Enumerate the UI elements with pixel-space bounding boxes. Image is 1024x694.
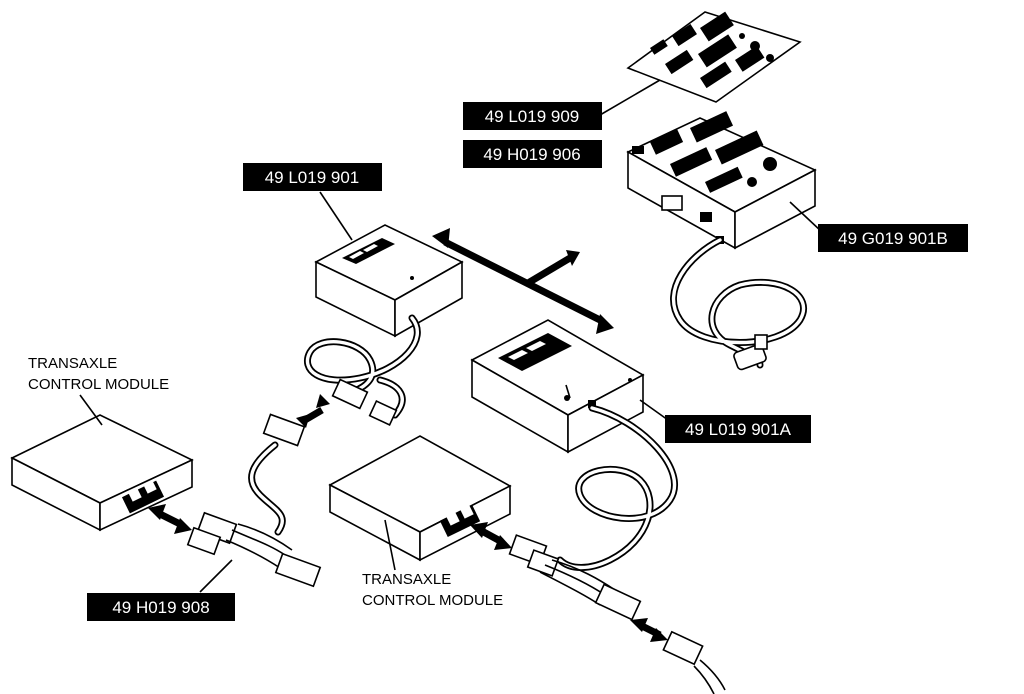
checker-cable <box>670 236 807 371</box>
checker-unit <box>626 111 817 250</box>
svg-text:49 L019 901A: 49 L019 901A <box>685 420 792 439</box>
label-49-h019-908: 49 H019 908 <box>87 593 235 621</box>
leader-tcm-left <box>79 394 103 426</box>
tcm-left-line1: TRANSAXLE <box>28 355 117 372</box>
connection-arrows <box>432 228 614 334</box>
leader-l901 <box>319 191 353 241</box>
leader-h908 <box>199 559 233 593</box>
leader-tcm-center <box>384 519 396 571</box>
l901a-cable <box>556 404 678 571</box>
leader-l901a <box>639 399 669 421</box>
label-49-l019-901: 49 L019 901 <box>243 163 382 191</box>
label-49-h019-906: 49 H019 906 <box>463 140 602 168</box>
tcm-center-line2: CONTROL MODULE <box>362 592 503 609</box>
tcm-center-box <box>328 435 512 562</box>
harness-h908 <box>186 394 330 588</box>
svg-text:49 H019 908: 49 H019 908 <box>112 598 209 617</box>
tcm-center-line1: TRANSAXLE <box>362 571 451 588</box>
l901-cable <box>304 314 421 426</box>
leader-l909 <box>599 79 661 116</box>
tcm-left-box <box>10 414 194 532</box>
adapter-box-l901a <box>470 319 645 454</box>
harness-bottom-right <box>508 534 726 694</box>
svg-text:49 H019 906: 49 H019 906 <box>483 145 580 164</box>
adapter-box-l901 <box>314 224 464 338</box>
label-49-l019-901a: 49 L019 901A <box>665 415 811 443</box>
tcm-left-arrow <box>148 504 192 534</box>
svg-text:49 L019 909: 49 L019 909 <box>485 107 580 126</box>
tcm-center-arrow <box>470 522 512 550</box>
label-49-l019-909: 49 L019 909 <box>463 102 602 130</box>
label-49-g019-901b: 49 G019 901B <box>818 224 968 252</box>
leader-g901b <box>789 201 823 233</box>
svg-text:49 G019 901B: 49 G019 901B <box>838 229 948 248</box>
overlay-panel <box>626 11 802 103</box>
tcm-left-line2: CONTROL MODULE <box>28 376 169 393</box>
svg-text:49 L019 901: 49 L019 901 <box>265 168 360 187</box>
